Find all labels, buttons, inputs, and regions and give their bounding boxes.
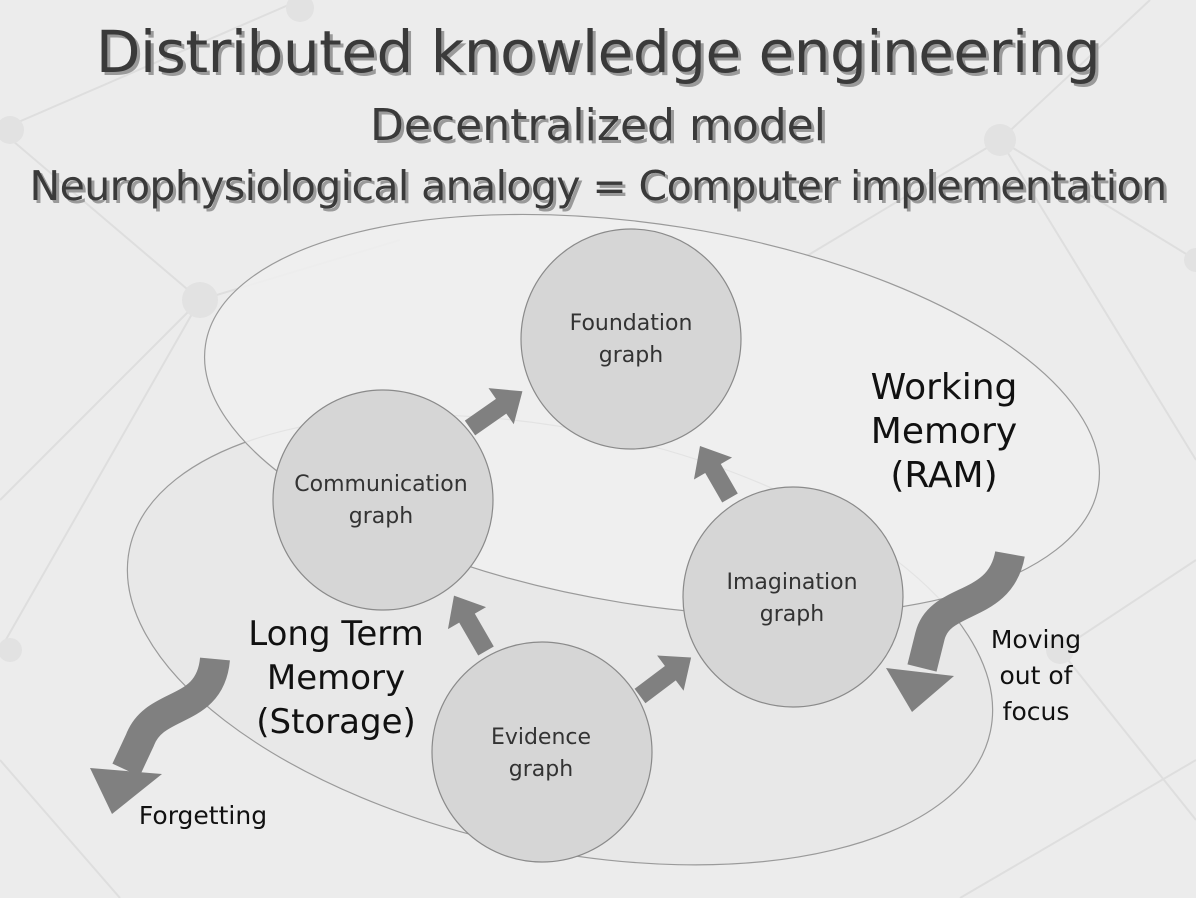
long-term-memory-label: Long Term Memory (Storage) [248, 614, 424, 742]
arrow-evidence-to-imagination [634, 655, 692, 704]
imagination-graph-label: Imagination graph [726, 570, 858, 627]
foundation-graph-label: Foundation graph [569, 311, 693, 368]
moving-out-of-focus-arrow [886, 550, 1025, 712]
forgetting-arrow [90, 656, 230, 814]
foundation-graph-node [520, 228, 742, 450]
imagination-graph-node [682, 486, 904, 708]
communication-graph-label: Communication graph [294, 472, 468, 529]
forgetting-label: Forgetting [138, 801, 268, 830]
analogy-heading: Neurophysiological analogy = Computer im… [29, 162, 1168, 210]
evidence-graph-label: Evidence graph [490, 725, 592, 782]
arrow-evidence-to-communication [447, 595, 494, 656]
arrow-imagination-to-foundation [693, 446, 738, 503]
page-subtitle: Decentralized model [370, 100, 826, 151]
evidence-graph-node [431, 641, 653, 863]
working-memory-label: Working Memory (RAM) [870, 367, 1018, 496]
page-title: Distributed knowledge engineering [95, 18, 1101, 86]
communication-graph-node [272, 389, 494, 611]
arrow-communication-to-foundation [464, 388, 523, 436]
moving-out-of-focus-label: Moving out of focus [990, 625, 1082, 726]
